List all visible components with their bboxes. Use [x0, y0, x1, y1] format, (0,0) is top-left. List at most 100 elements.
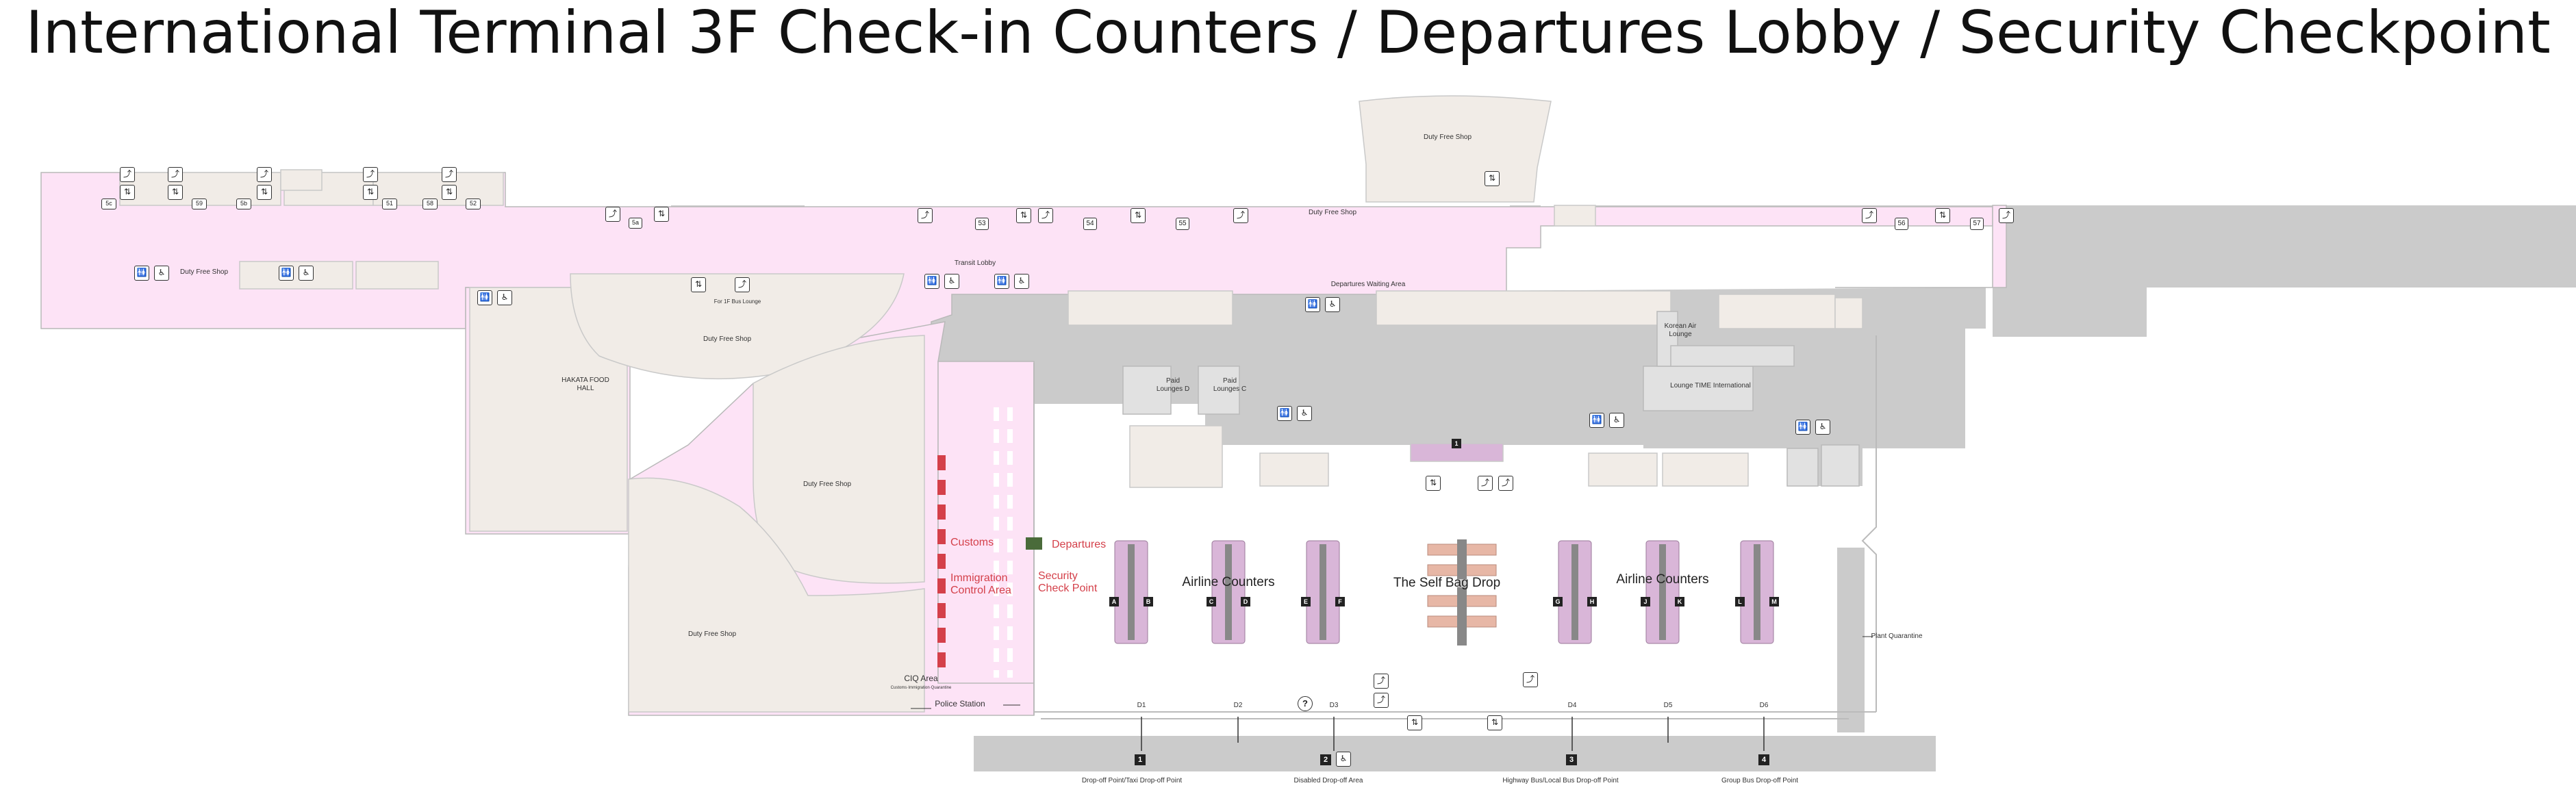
lounge-time-international-label: Lounge TIME International	[1670, 382, 1751, 389]
drop-off-3-label: Highway Bus/Local Bus Drop-off Point	[1502, 777, 1619, 784]
bag-drop-belt	[1457, 539, 1467, 646]
gate-55-tag: 55	[1176, 218, 1189, 230]
escalator-icon: ⤴	[735, 277, 750, 292]
duty-free-top-label: Duty Free Shop	[1423, 133, 1472, 141]
counter-letter-k: K	[1675, 597, 1684, 606]
wheelchair-icon: ♿	[1325, 297, 1340, 312]
security-check-point-label: Security Check Point	[1038, 570, 1098, 594]
drop-off-4-label: Group Bus Drop-off Point	[1721, 777, 1799, 784]
counter-letter-h: H	[1587, 597, 1597, 606]
plant-quarantine-label: Plant Quarantine	[1871, 632, 1923, 640]
door-d2: D2	[1233, 702, 1243, 709]
escalator-icon: ⤴	[1374, 693, 1389, 708]
elevator-icon: ⇅	[1407, 715, 1422, 730]
transit-lobby-label: Transit Lobby	[954, 259, 996, 267]
escalator-icon: ⤴	[1233, 208, 1248, 223]
escalator-icon: ⤴	[1478, 476, 1493, 491]
door-d4: D4	[1567, 702, 1577, 709]
escalator-icon: ⤴	[1523, 672, 1538, 687]
counter-letter-a: A	[1109, 597, 1119, 606]
escalator-icon: ⤴	[442, 167, 457, 182]
escalator-icon: ⤴	[257, 167, 272, 182]
wheelchair-icon: ♿	[154, 266, 169, 281]
escalator-icon: ⤴	[168, 167, 183, 182]
elevator-icon: ⇅	[691, 277, 706, 292]
ciq-sub-label: Customs·Immigration·Quarantine	[890, 686, 952, 690]
duty-free-bottom-label: Duty Free Shop	[687, 630, 737, 638]
airline-counters-label-2: Airline Counters	[1616, 572, 1709, 587]
counter-letter-c: C	[1207, 597, 1216, 606]
elevator-icon: ⇅	[1426, 476, 1441, 491]
elevator-icon: ⇅	[1016, 208, 1031, 223]
gate-59-tag: 59	[192, 199, 207, 209]
checkin-counters	[1114, 540, 1774, 644]
elevator-icon: ⇅	[1935, 208, 1950, 223]
korean-air-lounge-label: Korean Air Lounge	[1664, 322, 1697, 338]
restroom-icon: 🚻	[924, 274, 939, 289]
elevator-icon: ⇅	[1485, 171, 1500, 186]
gate-51-tag: 51	[382, 199, 397, 209]
elevator-icon: ⇅	[1131, 208, 1146, 223]
drop-off-1-label: Drop-off Point/Taxi Drop-off Point	[1081, 777, 1183, 784]
restroom-icon: 🚻	[1795, 420, 1810, 435]
escalator-icon: ⤴	[1498, 476, 1513, 491]
wheelchair-icon: ♿	[1609, 413, 1624, 428]
lounge-boxes	[1122, 311, 1860, 487]
gate-52-tag: 52	[466, 199, 481, 209]
departures-waiting-area-label: Departures Waiting Area	[1330, 281, 1406, 288]
paid-lounges-c-label: Paid Lounges C	[1213, 377, 1247, 393]
drop-off-number-2: 2	[1320, 754, 1331, 765]
gate-5b-tag: 5b	[236, 199, 251, 209]
security-lines	[994, 407, 1013, 678]
escalator-icon: ⤴	[1862, 208, 1877, 223]
hakata-food-hall-label: HAKATA FOOD HALL	[561, 376, 609, 392]
security-number-tag: 1	[1452, 439, 1461, 448]
gate-5a-tag: 5a	[629, 218, 642, 229]
wheelchair-icon: ♿	[1297, 406, 1312, 421]
escalator-icon: ⤴	[363, 167, 378, 182]
restroom-icon: 🚻	[477, 290, 492, 305]
ciq-area-label: CIQ Area	[904, 674, 938, 683]
paid-lounges-d-label: Paid Lounges D	[1156, 377, 1190, 393]
self-bag-drop-stations	[1427, 544, 1497, 628]
gate-54-tag: 54	[1083, 218, 1097, 230]
restroom-icon: 🚻	[1589, 413, 1604, 428]
door-d6: D6	[1759, 702, 1769, 709]
airline-counters-label-1: Airline Counters	[1182, 575, 1275, 589]
info-icon: ?	[1298, 696, 1313, 711]
counter-letter-m: M	[1769, 597, 1779, 606]
elevator-icon: ⇅	[257, 185, 272, 200]
elevator-icon: ⇅	[120, 185, 135, 200]
wheelchair-icon: ♿	[1014, 274, 1029, 289]
counter-letter-b: B	[1144, 597, 1153, 606]
gate-58-tag: 58	[422, 199, 438, 209]
door-d1: D1	[1137, 702, 1146, 709]
wheelchair-icon: ♿	[1336, 752, 1351, 767]
restroom-icon: 🚻	[279, 266, 294, 281]
escalator-icon: ⤴	[605, 207, 620, 222]
elevator-icon: ⇅	[168, 185, 183, 200]
door-d3: D3	[1329, 702, 1339, 709]
counter-letter-j: J	[1641, 597, 1650, 606]
drop-off-2-label: Disabled Drop-off Area	[1293, 777, 1363, 784]
wheelchair-icon: ♿	[299, 266, 314, 281]
wheelchair-icon: ♿	[1815, 420, 1830, 435]
counter-belts	[1128, 544, 1760, 640]
door-d5: D5	[1663, 702, 1673, 709]
counter-letter-e: E	[1301, 597, 1311, 606]
escalator-icon: ⤴	[1999, 208, 2014, 223]
duty-free-round-label: Duty Free Shop	[703, 335, 752, 343]
restroom-icon: 🚻	[1277, 406, 1292, 421]
counter-letter-g: G	[1553, 597, 1563, 606]
gate-56-tag: 56	[1895, 218, 1908, 230]
duty-free-left-strip-label: Duty Free Shop	[179, 268, 229, 276]
elevator-icon: ⇅	[363, 185, 378, 200]
elevator-icon: ⇅	[654, 207, 669, 222]
gate-53-tag: 53	[975, 218, 989, 230]
elevator-icon: ⇅	[1487, 715, 1502, 730]
duty-free-corridor-label: Duty Free Shop	[1308, 209, 1357, 216]
drop-off-number-1: 1	[1135, 754, 1146, 765]
duty-free-mid-label: Duty Free Shop	[803, 481, 852, 488]
